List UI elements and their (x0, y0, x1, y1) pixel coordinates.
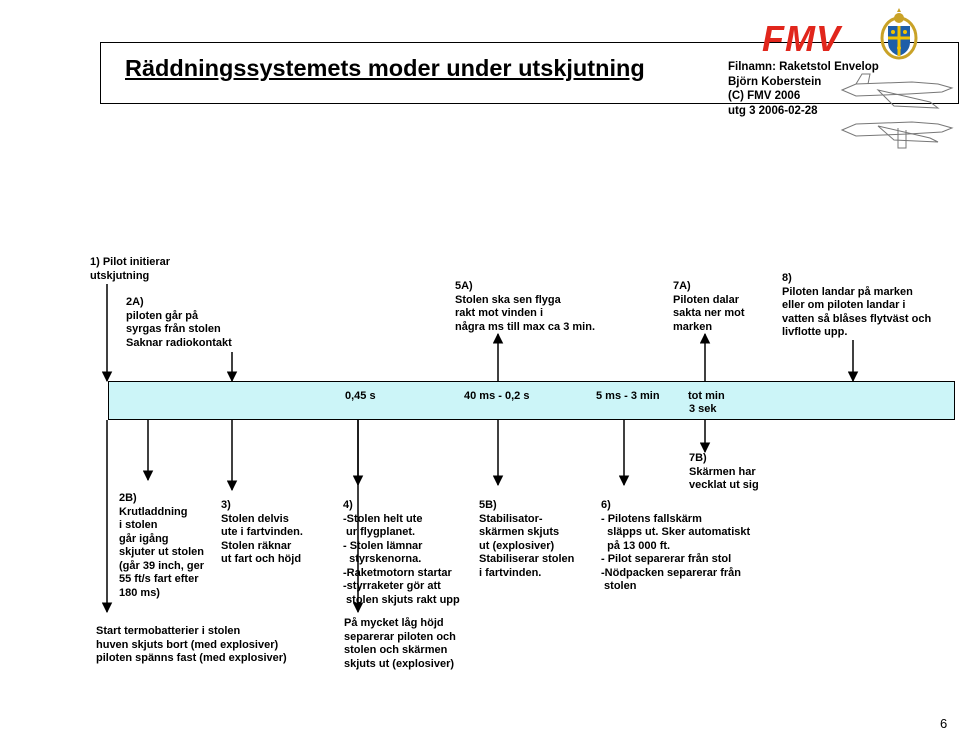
header-frame (100, 42, 959, 104)
timeline-label-045: 0,45 s (345, 390, 376, 402)
step-3-text: 3) Stolen delvis ute i fartvinden. Stole… (221, 499, 303, 565)
step-7b-text: 7B) Skärmen har vecklat ut sig (689, 452, 759, 491)
file-info-line: utg 3 2006-02-28 (728, 104, 818, 117)
step-4-text: 4) -Stolen helt ute ur flygplanet. - Sto… (343, 499, 460, 606)
step-5a-text: 5A) Stolen ska sen flyga rakt mot vinden… (455, 280, 596, 333)
step-2b-text: 2B) Krutladdning i stolen går igång skju… (119, 492, 204, 599)
aircraft-icon (840, 73, 954, 149)
start-text: Start termobatterier i stolen huven skju… (96, 625, 287, 664)
step-6-text: 6) - Pilotens fallskärm släpps ut. Sker … (601, 499, 751, 592)
file-info: Filnamn: Raketstol Envelop Björn Koberst… (728, 60, 879, 118)
step-2a-text: 2A) piloten går på syrgas från stolen Sa… (126, 296, 232, 349)
timeline-label-tot: tot min (688, 390, 725, 402)
crest-icon (880, 8, 918, 60)
step-8-text: 8) Piloten landar på marken eller om pil… (782, 272, 932, 338)
timeline-label-tot-sec: 3 sek (689, 403, 717, 415)
page-number: 6 (940, 716, 948, 731)
file-info-line: Filnamn: Raketstol Envelop (728, 61, 879, 73)
file-info-line: (C) FMV 2006 (728, 90, 801, 102)
step-5b-text: 5B) Stabilisator- skärmen skjuts ut (exp… (479, 499, 575, 579)
step-1-text: 1) Pilot initierar utskjutning (90, 256, 171, 282)
low-altitude-text: På mycket låg höjd separerar piloten och… (344, 617, 456, 670)
page-title: Räddningssystemets moder under utskjutni… (125, 55, 645, 81)
fmv-logo: FMV (762, 18, 841, 59)
timeline-label-40ms: 40 ms - 0,2 s (464, 390, 530, 402)
step-7a-text: 7A) Piloten dalar sakta ner mot marken (673, 280, 745, 333)
timeline-label-5ms: 5 ms - 3 min (596, 390, 660, 402)
file-info-line: Björn Koberstein (728, 75, 822, 88)
timeline-bar (108, 381, 955, 420)
